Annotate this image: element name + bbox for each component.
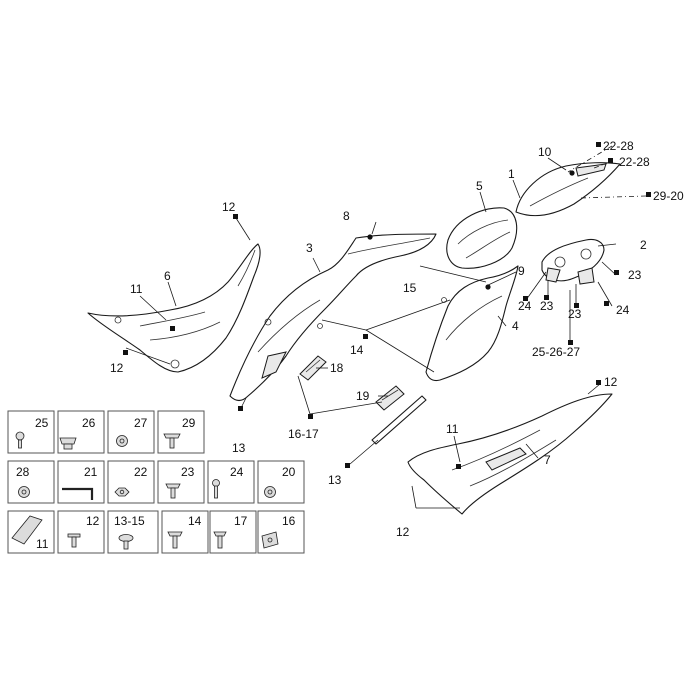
callout-12d: 12 <box>396 525 410 539</box>
screw-icon <box>163 433 181 449</box>
callout-5: 5 <box>476 179 483 193</box>
part-18-bracket <box>299 355 327 381</box>
hardware-item-12: 12 <box>57 510 105 554</box>
svg-text:22: 22 <box>134 465 148 479</box>
screw-icon <box>167 531 183 549</box>
hardware-item-23: 23 <box>157 460 205 504</box>
hardware-item-25: 25 <box>7 410 55 454</box>
callout-29-20: 29-20 <box>653 189 684 203</box>
svg-text:16: 16 <box>282 514 296 528</box>
part-7-right-side-fairing <box>407 393 613 515</box>
callout-11b: 11 <box>446 422 459 436</box>
svg-text:20: 20 <box>282 465 296 479</box>
callout-3: 3 <box>306 241 313 255</box>
button-screw-icon <box>118 534 134 550</box>
callout-23b: 23 <box>540 299 554 313</box>
hardware-item-29: 29 <box>157 410 205 454</box>
speed-nut-icon <box>261 531 279 549</box>
svg-text:11: 11 <box>36 537 49 551</box>
callout-8: 8 <box>343 209 350 223</box>
svg-text:27: 27 <box>134 416 148 430</box>
callout-9: 9 <box>518 264 525 278</box>
hardware-grid: 25 26 27 29 <box>7 410 305 554</box>
svg-text:28: 28 <box>16 465 30 479</box>
callout-19: 19 <box>356 389 370 403</box>
bolt-icon <box>212 479 220 499</box>
hardware-item-16: 16 <box>257 510 305 554</box>
hardware-item-14: 14 <box>161 510 209 554</box>
part-1-tail-hump <box>515 162 621 217</box>
rivet-icon <box>67 533 81 548</box>
hardware-item-13-15: 13-15 <box>107 510 159 554</box>
callout-13b: 13 <box>328 473 342 487</box>
callout-24b: 24 <box>616 303 630 317</box>
callout-23c: 23 <box>568 307 582 321</box>
callout-23a: 23 <box>628 268 642 282</box>
callout-18: 18 <box>330 361 344 375</box>
hardware-item-28: 28 <box>7 460 55 504</box>
callout-13a: 13 <box>232 441 246 455</box>
allen-key-icon <box>62 487 94 500</box>
svg-text:12: 12 <box>86 514 100 528</box>
screw-icon <box>165 483 181 499</box>
washer-icon <box>264 486 276 498</box>
screw-icon <box>15 431 25 449</box>
part-4-right-tail-panel <box>425 265 519 382</box>
hardware-item-21: 21 <box>57 460 105 504</box>
callout-22-28a: 22-28 <box>603 139 634 153</box>
callout-12c: 12 <box>604 375 618 389</box>
washer-icon <box>116 435 128 447</box>
svg-text:25: 25 <box>35 416 49 430</box>
callout-22-28b: 22-28 <box>619 155 650 169</box>
hardware-item-11: 11 <box>7 510 55 554</box>
screw-icon <box>213 531 227 549</box>
svg-text:17: 17 <box>234 514 248 528</box>
hardware-item-20: 20 <box>257 460 305 504</box>
part-3-tail-inner-panel <box>229 233 437 402</box>
callout-14: 14 <box>350 343 364 357</box>
callout-2: 2 <box>640 238 647 252</box>
nut-icon <box>114 487 130 497</box>
callout-7: 7 <box>544 453 551 467</box>
svg-text:21: 21 <box>84 465 98 479</box>
callout-25-26-27: 25-26-27 <box>532 345 580 359</box>
part-19-latch <box>375 385 405 411</box>
svg-text:24: 24 <box>230 465 244 479</box>
svg-text:14: 14 <box>188 514 202 528</box>
pad-icon <box>11 515 43 545</box>
callout-15: 15 <box>403 281 417 295</box>
hardware-item-27: 27 <box>107 410 155 454</box>
washer-icon <box>18 486 30 498</box>
hardware-item-26: 26 <box>57 410 105 454</box>
svg-text:29: 29 <box>182 416 196 430</box>
part-2-tail-bracket <box>541 238 605 285</box>
square-markers <box>123 142 651 469</box>
hardware-item-17: 17 <box>209 510 257 554</box>
callout-11a: 11 <box>130 282 143 296</box>
callout-4: 4 <box>512 319 519 333</box>
callout-24a: 24 <box>518 299 532 313</box>
part-6-left-side-fairing <box>87 243 261 373</box>
hardware-item-24: 24 <box>207 460 255 504</box>
leader-lines <box>125 145 647 509</box>
clip-nut-icon <box>59 437 77 450</box>
callout-10: 10 <box>538 145 552 159</box>
callout-12a: 12 <box>222 200 236 214</box>
callout-16-17: 16-17 <box>288 427 319 441</box>
hardware-item-22: 22 <box>107 460 155 504</box>
leader-dots <box>367 170 575 290</box>
svg-text:23: 23 <box>181 465 195 479</box>
svg-text:26: 26 <box>82 416 96 430</box>
part-5-seat-pad <box>446 207 518 269</box>
callout-1: 1 <box>508 167 515 181</box>
svg-text:13-15: 13-15 <box>114 514 145 528</box>
callout-labels: 1 2 3 4 5 6 7 8 9 10 11 11 12 12 12 12 1… <box>110 139 684 539</box>
callout-12b: 12 <box>110 361 124 375</box>
callout-6: 6 <box>164 269 171 283</box>
